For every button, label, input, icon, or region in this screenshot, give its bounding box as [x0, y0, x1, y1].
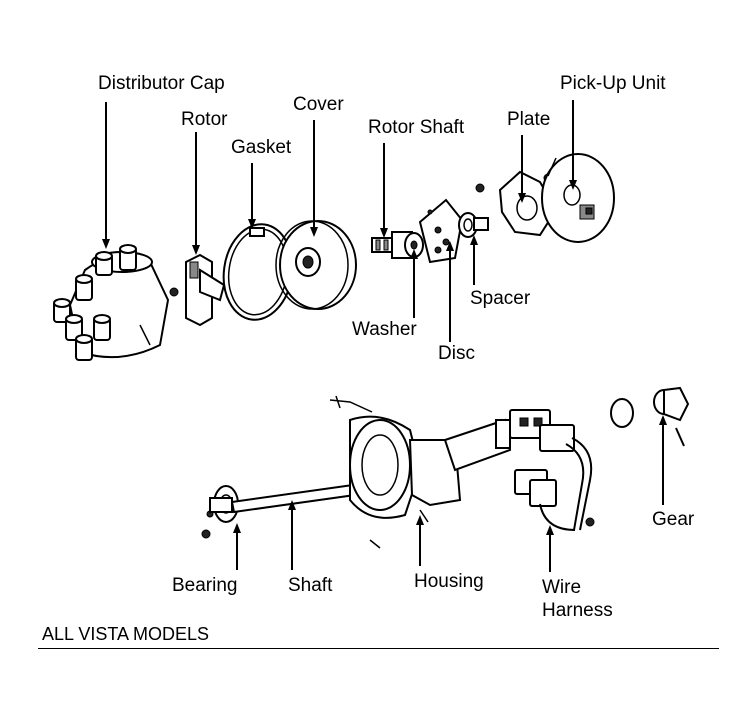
- label-shaft: Shaft: [288, 575, 333, 596]
- caption-rule: [38, 648, 719, 649]
- cover-part: [275, 220, 357, 310]
- gear-part: [610, 386, 690, 447]
- disc-part: [418, 198, 464, 264]
- label-harness: Harness: [542, 600, 613, 621]
- label-pick-up-unit: Pick-Up Unit: [560, 73, 666, 94]
- label-gasket: Gasket: [231, 137, 292, 158]
- label-washer: Washer: [352, 319, 417, 340]
- label-housing: Housing: [414, 571, 484, 592]
- rotor-part: [185, 253, 226, 327]
- label-disc: Disc: [438, 343, 475, 364]
- housing-part: [329, 395, 512, 549]
- pick-up-unit-part: [541, 153, 615, 243]
- leader-arrows: [102, 100, 667, 572]
- wire-harness-part: [509, 409, 595, 531]
- label-distributor-cap: Distributor Cap: [98, 73, 225, 94]
- label-rotor: Rotor: [181, 109, 228, 130]
- label-rotor-shaft: Rotor Shaft: [368, 117, 465, 138]
- label-plate: Plate: [507, 109, 551, 130]
- washer-part: [404, 232, 424, 258]
- label-gear: Gear: [652, 509, 695, 530]
- distributor-cap-part: [53, 244, 179, 361]
- label-spacer: Spacer: [470, 288, 531, 309]
- spacer-part: [458, 183, 489, 238]
- caption: ALL VISTA MODELS: [42, 624, 210, 644]
- label-bearing: Bearing: [172, 575, 238, 596]
- label-wire: Wire: [542, 577, 582, 598]
- label-cover: Cover: [293, 94, 344, 115]
